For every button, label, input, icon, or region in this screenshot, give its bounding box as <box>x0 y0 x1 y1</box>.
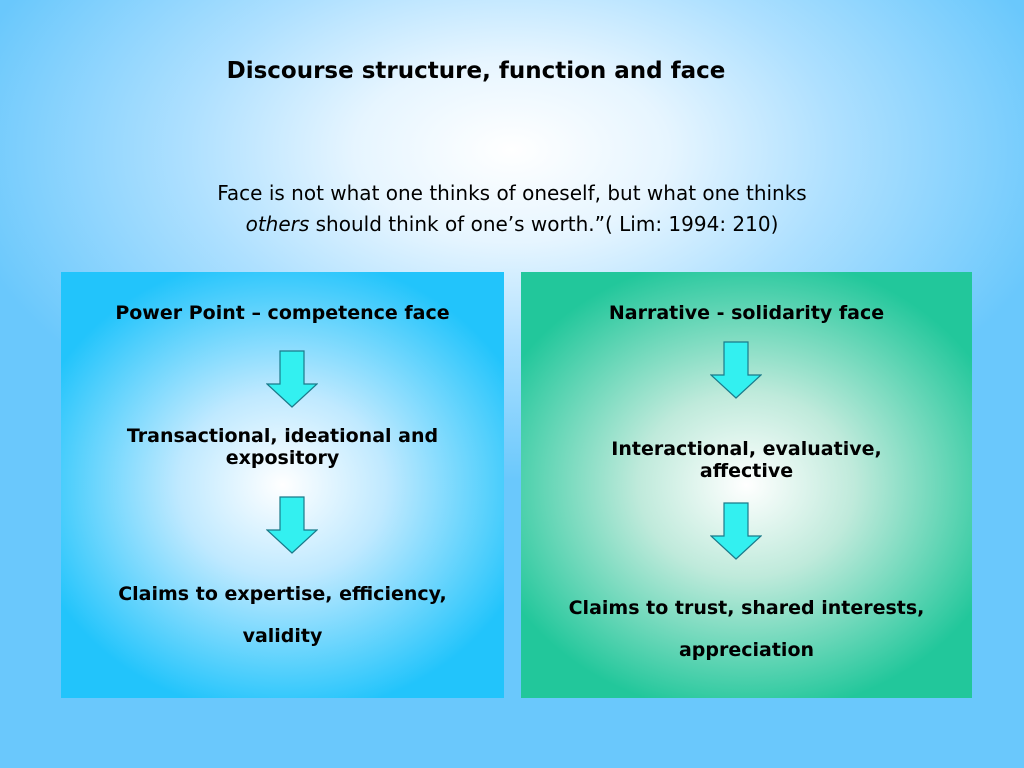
down-arrow-icon <box>710 341 762 399</box>
down-arrow-icon <box>266 350 318 408</box>
competence-face-panel: Power Point – competence face Transactio… <box>61 272 504 698</box>
panel-heading: Narrative - solidarity face <box>608 302 885 324</box>
quote-line-2: others should think of one’s worth.”( Li… <box>0 209 1024 240</box>
quote: Face is not what one thinks of oneself, … <box>0 178 1024 240</box>
panel-middle-line-2: affective <box>699 460 794 482</box>
panel-claims-line-2: validity <box>242 625 323 647</box>
panel-middle-line-1: Interactional, evaluative, <box>611 438 882 460</box>
down-arrow-icon <box>266 496 318 554</box>
panel-middle-line-1: Transactional, ideational and <box>126 425 439 447</box>
panel-middle-line-2: expository <box>225 447 340 469</box>
panel-claims: Claims to trust, shared interests, appre… <box>521 587 972 671</box>
panel-heading: Power Point – competence face <box>115 302 450 324</box>
quote-italic-word: others <box>245 212 310 236</box>
slide-title: Discourse structure, function and face <box>226 58 726 84</box>
panel-claims-line-1: Claims to trust, shared interests, <box>568 597 925 619</box>
quote-line-2-rest: should think of one’s worth.”( Lim: 1994… <box>309 212 779 236</box>
panel-claims-line-2: appreciation <box>678 639 815 661</box>
panel-claims: Claims to expertise, efficiency, validit… <box>61 573 504 657</box>
panel-middle: Transactional, ideational and expository <box>61 425 504 469</box>
down-arrow-icon <box>710 502 762 560</box>
panel-claims-line-1: Claims to expertise, efficiency, <box>118 583 447 605</box>
quote-line-1: Face is not what one thinks of oneself, … <box>217 181 807 205</box>
solidarity-face-panel: Narrative - solidarity face Interactiona… <box>521 272 972 698</box>
panel-middle: Interactional, evaluative, affective <box>521 438 972 482</box>
